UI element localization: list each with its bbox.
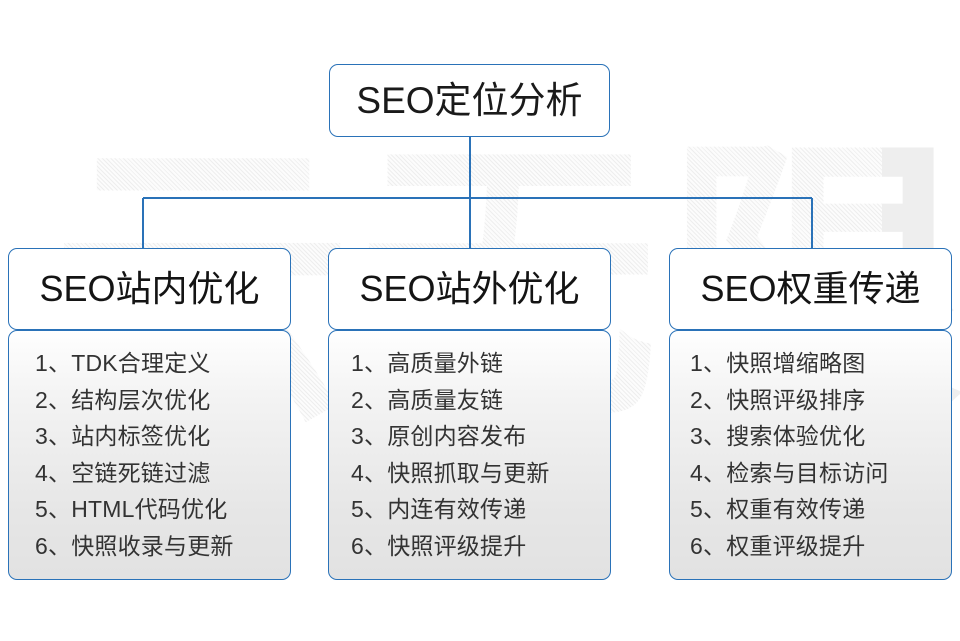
column-body-2: 1、高质量外链 2、高质量友链 3、原创内容发布 4、快照抓取与更新 5、内连有… <box>328 330 611 580</box>
list-item: 1、快照增缩略图 <box>690 350 866 376</box>
list-item: 5、HTML代码优化 <box>35 496 228 522</box>
list-item: 4、检索与目标访问 <box>690 459 889 486</box>
bullet-list-1: 1、TDK合理定义 2、结构层次优化 3、站内标签优化 4、空链死链过滤 5、H… <box>9 345 290 564</box>
column-header-3[interactable]: SEO权重传递 <box>669 248 952 330</box>
list-item: 3、搜索体验优化 <box>690 423 866 449</box>
column-seo-weight-transfer: SEO权重传递 1、快照增缩略图 2、快照评级排序 3、搜索体验优化 4、检索与… <box>669 248 952 580</box>
column-header-label-2: SEO站外优化 <box>359 268 580 309</box>
list-item: 5、权重有效传递 <box>690 496 866 522</box>
list-item: 1、TDK合理定义 <box>35 350 211 376</box>
list-item: 4、快照抓取与更新 <box>351 459 550 486</box>
list-item: 2、高质量友链 <box>351 386 504 413</box>
column-header-1[interactable]: SEO站内优化 <box>8 248 291 330</box>
list-item: 6、快照收录与更新 <box>35 532 234 559</box>
bullet-list-3: 1、快照增缩略图 2、快照评级排序 3、搜索体验优化 4、检索与目标访问 5、权… <box>670 345 951 564</box>
list-item: 4、空链死链过滤 <box>35 459 211 486</box>
list-item: 3、站内标签优化 <box>35 423 211 449</box>
column-seo-onsite: SEO站内优化 1、TDK合理定义 2、结构层次优化 3、站内标签优化 4、空链… <box>8 248 291 580</box>
list-item: 2、快照评级排序 <box>690 386 866 413</box>
list-item: 2、结构层次优化 <box>35 386 211 413</box>
root-node[interactable]: SEO定位分析 <box>329 64 610 137</box>
column-body-3: 1、快照增缩略图 2、快照评级排序 3、搜索体验优化 4、检索与目标访问 5、权… <box>669 330 952 580</box>
column-header-label-3: SEO权重传递 <box>700 268 921 309</box>
list-item: 5、内连有效传递 <box>351 496 527 522</box>
root-node-label: SEO定位分析 <box>356 80 583 121</box>
list-item: 6、快照评级提升 <box>351 532 527 559</box>
column-header-label-1: SEO站内优化 <box>39 268 260 309</box>
column-body-1: 1、TDK合理定义 2、结构层次优化 3、站内标签优化 4、空链死链过滤 5、H… <box>8 330 291 580</box>
list-item: 1、高质量外链 <box>351 350 504 376</box>
bullet-list-2: 1、高质量外链 2、高质量友链 3、原创内容发布 4、快照抓取与更新 5、内连有… <box>329 345 610 564</box>
list-item: 6、权重评级提升 <box>690 532 866 559</box>
column-header-2[interactable]: SEO站外优化 <box>328 248 611 330</box>
column-seo-offsite: SEO站外优化 1、高质量外链 2、高质量友链 3、原创内容发布 4、快照抓取与… <box>328 248 611 580</box>
list-item: 3、原创内容发布 <box>351 423 527 449</box>
